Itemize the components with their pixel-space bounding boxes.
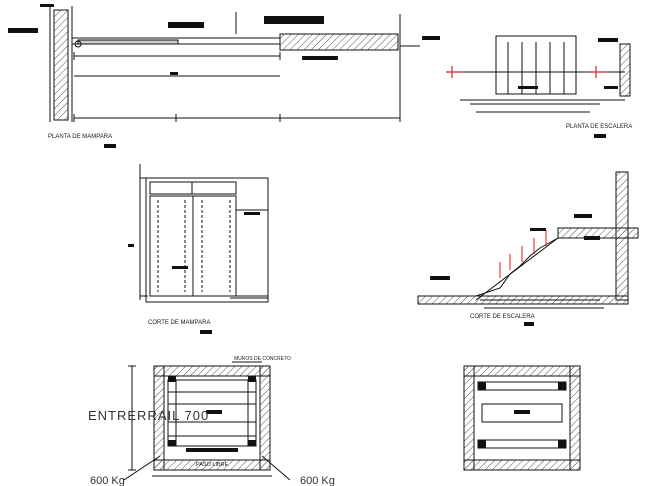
corte-mampara-title: CORTE DE MAMPARA [148, 320, 210, 326]
planta-escalera-tags [518, 38, 618, 138]
corte-mampara-drawing [139, 164, 269, 303]
planta-mampara-tags [8, 4, 440, 148]
shaft-plan-left-tags [168, 376, 256, 452]
shaft-plan-left [123, 361, 291, 481]
corte-escalera-drawing [417, 171, 639, 309]
entrerrail-label: ENTRERRAIL 700 [88, 408, 209, 423]
planta-escalera-title: PLANTA DE ESCALERA [566, 124, 632, 130]
load-left-label: 600 Kg [90, 475, 125, 486]
shaft-plan-right [463, 365, 581, 471]
planta-escalera-accents [446, 66, 606, 78]
corte-escalera-title: CORTE DE ESCALERA [470, 314, 535, 320]
corte-escalera-accents [499, 230, 547, 278]
corte-escalera-tags [430, 214, 600, 326]
paso-libre-label: PASO LIBRE [196, 462, 229, 468]
planta-mampara-title: PLANTA DE MAMPARA [48, 134, 112, 140]
muros-concreto-label: MUROS DE CONCRETO [234, 356, 291, 362]
planta-mampara-drawing [49, 6, 420, 122]
load-right-label: 600 Kg [300, 475, 335, 486]
planta-escalera-drawing [460, 35, 631, 113]
shaft-plan-right-tags [478, 382, 566, 448]
corte-mampara-tags [128, 212, 260, 334]
